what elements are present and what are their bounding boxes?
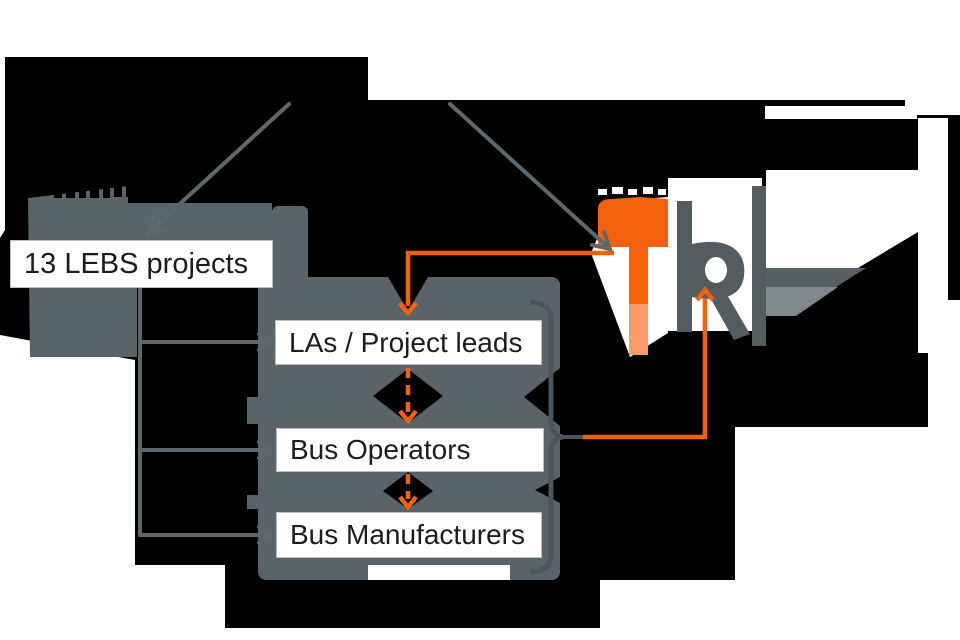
- gray-tab-1: [247, 397, 273, 424]
- trl-logo: [598, 186, 766, 355]
- arrow-group-to-trl-head: [695, 286, 715, 302]
- box-bus-manufacturers-label: Bus Manufacturers: [290, 519, 525, 550]
- box-lebs-projects-label: 13 LEBS projects: [24, 247, 249, 280]
- gray-blob-left: [28, 186, 272, 357]
- box-las-project-leads: LAs / Project leads: [275, 320, 542, 365]
- white-splash-right: [766, 170, 918, 280]
- black-wedge-right-2: [535, 477, 560, 503]
- box-las-project-leads-label: LAs / Project leads: [289, 326, 523, 358]
- trl-t-stem-top: [629, 247, 648, 304]
- arrow-top-to-lebs: [146, 102, 291, 235]
- black-teeth-marks: [54, 183, 131, 198]
- band-light: [766, 287, 838, 316]
- black-diamond-2: [383, 472, 433, 509]
- branch-to-operators-head: [257, 440, 276, 460]
- trl-r-stem: [677, 201, 692, 332]
- gray-arrows: [138, 102, 614, 545]
- arrow-las-to-operators-head: [398, 409, 418, 425]
- band-dark: [766, 268, 866, 287]
- trl-r-leg: [707, 288, 750, 340]
- gray-tab-2: [247, 495, 273, 509]
- arrow-group-to-trl: [583, 298, 708, 440]
- arrow-operators-to-manufacturers-head: [398, 495, 418, 511]
- trl-l-stem: [752, 186, 766, 346]
- white-gap-under-blob: [368, 565, 510, 580]
- orange-arrows: [398, 250, 715, 511]
- white-remnant-dashes: [598, 186, 752, 195]
- branch-to-manufacturers-head: [257, 525, 276, 545]
- trl-t-stem-bottom: [629, 304, 648, 355]
- box-lebs-projects: 13 LEBS projects: [10, 240, 273, 288]
- white-top-strip: [765, 106, 917, 119]
- arrow-trl-to-las: [405, 250, 614, 306]
- branch-to-las-head: [257, 332, 276, 352]
- box-bus-operators-label: Bus Operators: [290, 434, 471, 465]
- arrow-trl-to-las-head: [398, 301, 418, 317]
- white-right-column: [918, 118, 948, 353]
- arrow-top-to-trl-head: [590, 230, 614, 252]
- arrow-top-to-trl: [448, 102, 612, 251]
- trl-r-counter: [705, 257, 727, 283]
- box-bus-operators: Bus Operators: [276, 428, 544, 472]
- trl-t-crossbar: [598, 197, 668, 247]
- box-bus-manufacturers: Bus Manufacturers: [276, 512, 542, 558]
- arrow-top-to-lebs-head: [144, 214, 168, 236]
- black-diamond-1: [373, 369, 443, 423]
